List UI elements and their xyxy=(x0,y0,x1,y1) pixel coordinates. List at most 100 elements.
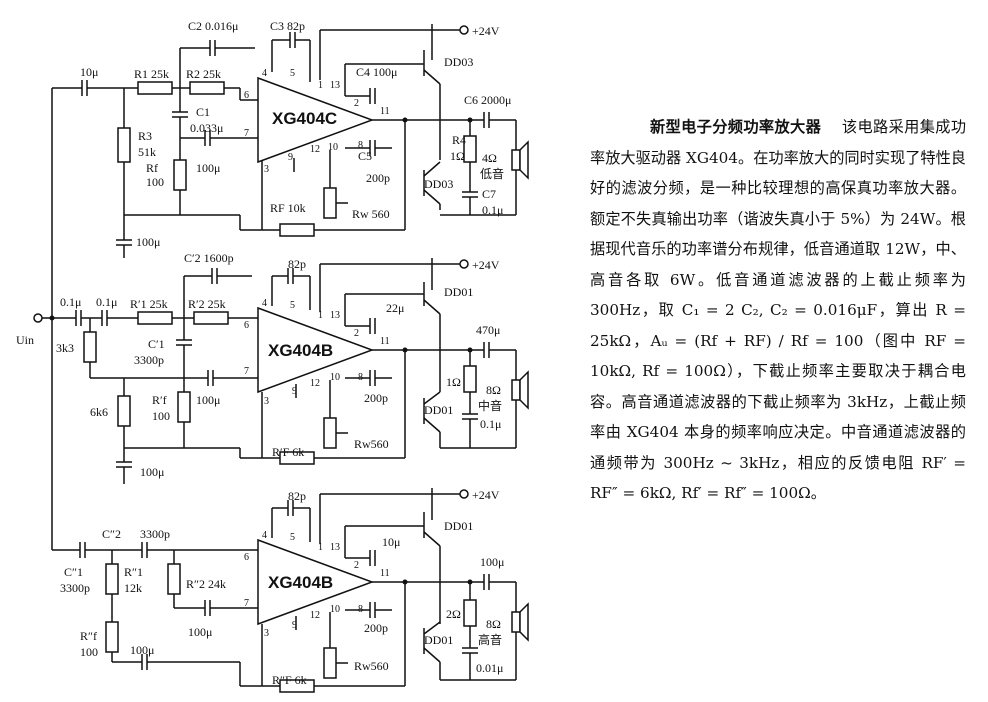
svg-text:10: 10 xyxy=(328,142,338,153)
high-r1-value: 12k xyxy=(124,581,142,595)
high-spk-label: 高音 xyxy=(478,632,502,647)
mid-rf-feedback-label: R′F 6k xyxy=(272,445,304,459)
svg-text:13: 13 xyxy=(330,80,340,91)
mid-spk-ohm: 8Ω xyxy=(486,383,501,397)
svg-text:6: 6 xyxy=(244,552,249,563)
svg-text:6: 6 xyxy=(244,90,249,101)
svg-text:11: 11 xyxy=(380,106,390,117)
low-r3-value: 51k xyxy=(138,145,156,159)
high-c1-value: 3300p xyxy=(60,581,90,595)
low-q2-label: DD03 xyxy=(424,177,453,191)
high-supply: +24V xyxy=(472,488,500,502)
mid-c5-label: 200p xyxy=(364,391,388,405)
input-bus: Uin xyxy=(16,88,70,550)
description-body: 该电路采用集成功率放大驱动器 XG404。在功率放大的同时实现了特性良好的滤波分… xyxy=(590,118,967,502)
low-rf-value: 100 xyxy=(146,175,164,189)
mid-channel: 0.1μ 0.1μ 3k3 R′1 25k R′2 25k C′2 1600p … xyxy=(56,251,529,484)
high-chip-label: XG404B xyxy=(268,573,333,592)
svg-text:1: 1 xyxy=(318,80,323,91)
mid-q1-label: DD01 xyxy=(444,285,473,299)
svg-text:2: 2 xyxy=(354,560,359,571)
svg-text:2: 2 xyxy=(354,98,359,109)
svg-text:7: 7 xyxy=(244,366,249,377)
high-r4-label: 2Ω xyxy=(446,607,461,621)
mid-c4-label: 22μ xyxy=(386,301,404,315)
high-q1-label: DD01 xyxy=(444,519,473,533)
high-r2-label: R″2 24k xyxy=(186,577,226,591)
mid-rf-value: 100 xyxy=(152,409,170,423)
svg-text:6: 6 xyxy=(244,320,249,331)
svg-text:12: 12 xyxy=(310,610,320,621)
svg-text:7: 7 xyxy=(244,598,249,609)
circuit-schematic: Uin 10μ R1 25k R2 25k C2 0.016μ C3 82p xyxy=(16,19,529,693)
high-rw-label: Rw560 xyxy=(354,659,389,673)
svg-text:4: 4 xyxy=(262,298,267,309)
mid-c2-label: C′2 1600p xyxy=(184,251,234,265)
mid-r2-label: R′2 25k xyxy=(188,297,226,311)
low-r4-value: 1Ω xyxy=(450,149,465,163)
high-q2-label: DD01 xyxy=(424,633,453,647)
low-c7-value: 0.1μ xyxy=(482,203,503,217)
low-c1-value: 0.033μ xyxy=(190,121,223,135)
svg-text:5: 5 xyxy=(290,300,295,311)
high-c2-label: C″2 xyxy=(102,527,121,541)
low-r1-label: R1 25k xyxy=(134,67,169,81)
low-rf-label: Rf xyxy=(146,161,158,175)
svg-text:4: 4 xyxy=(262,530,267,541)
svg-text:5: 5 xyxy=(290,532,295,543)
input-label: Uin xyxy=(16,333,34,347)
mid-cin1-label: 0.1μ xyxy=(60,295,81,309)
low-r2-label: R2 25k xyxy=(186,67,221,81)
mid-r1-label: R′1 25k xyxy=(130,297,168,311)
low-chip-label: XG404C xyxy=(272,109,337,128)
high-c2-value: 3300p xyxy=(140,527,170,541)
mid-r6-label: 6k6 xyxy=(90,405,108,419)
low-c4-label: C4 100μ xyxy=(356,65,397,79)
svg-text:13: 13 xyxy=(330,310,340,321)
low-c7-label: C7 xyxy=(482,187,496,201)
high-rf-label: R″f xyxy=(80,629,97,643)
svg-text:1: 1 xyxy=(318,542,323,553)
mid-r3-label: 3k3 xyxy=(56,341,74,355)
svg-text:3: 3 xyxy=(264,628,269,639)
low-r4-label: R4 xyxy=(452,133,466,147)
mid-rw-label: Rw560 xyxy=(354,437,389,451)
mid-c7-label: 0.1μ xyxy=(480,417,501,431)
svg-text:1: 1 xyxy=(318,310,323,321)
svg-text:12: 12 xyxy=(310,144,320,155)
low-r3-label: R3 xyxy=(138,129,152,143)
mid-c1-value: 3300p xyxy=(134,353,164,367)
high-cout-label: 100μ xyxy=(480,555,504,569)
svg-text:5: 5 xyxy=(290,68,295,79)
svg-text:10: 10 xyxy=(330,372,340,383)
low-c6-label: C6 2000μ xyxy=(464,93,511,107)
low-cin-label: 10μ xyxy=(80,65,98,79)
mid-supply: +24V xyxy=(472,258,500,272)
low-supply: +24V xyxy=(472,24,500,38)
low-c5-value: 200p xyxy=(366,171,390,185)
mid-cf-label: 100μ xyxy=(196,393,220,407)
low-cf-label: 100μ xyxy=(196,161,220,175)
high-c3-label: 82p xyxy=(288,489,306,503)
mid-chip-label: XG404B xyxy=(268,341,333,360)
svg-text:9: 9 xyxy=(292,620,297,631)
svg-text:10: 10 xyxy=(330,604,340,615)
low-c1-label: C1 xyxy=(196,105,210,119)
low-cbot-label: 100μ xyxy=(136,235,160,249)
low-spk-ohm: 4Ω xyxy=(482,151,497,165)
svg-text:11: 11 xyxy=(380,568,390,579)
low-rf-feedback-label: RF 10k xyxy=(270,201,306,215)
svg-text:3: 3 xyxy=(264,164,269,175)
high-c1-label: C″1 xyxy=(64,565,83,579)
mid-cout-label: 470μ xyxy=(476,323,500,337)
low-channel: 10μ R1 25k R2 25k C2 0.016μ C3 82p C1 0.… xyxy=(52,19,529,258)
high-spk-ohm: 8Ω xyxy=(486,617,501,631)
low-rw-label: Rw 560 xyxy=(352,207,390,221)
svg-text:9: 9 xyxy=(288,152,293,163)
mid-r4-label: 1Ω xyxy=(446,375,461,389)
low-c2-label: C2 0.016μ xyxy=(188,19,238,33)
high-rf-feedback-label: R″F 6k xyxy=(272,673,307,687)
svg-text:4: 4 xyxy=(262,68,267,79)
svg-text:2: 2 xyxy=(354,328,359,339)
mid-cin2-label: 0.1μ xyxy=(96,295,117,309)
